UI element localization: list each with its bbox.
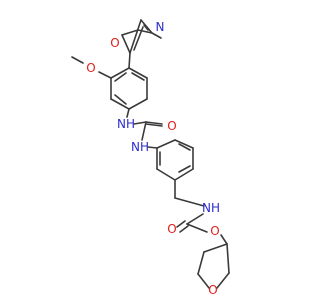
carbamate-ester-oxygen-label: O [210, 224, 219, 238]
bond-line [179, 225, 189, 233]
bond-line [121, 34, 131, 54]
bond-line [156, 168, 176, 181]
bond-line [133, 26, 144, 51]
bond-line [121, 29, 139, 36]
bond-line [140, 19, 153, 34]
atom-label-layer: N O O NH O NH NH O O O [86, 20, 220, 297]
bond-line [197, 251, 205, 275]
bond-line [145, 123, 163, 127]
bond-line [178, 165, 191, 173]
bond-line [98, 71, 112, 79]
bond-line [110, 98, 130, 110]
bond-line [126, 108, 130, 118]
bond-line [203, 243, 228, 253]
thf-ring-oxygen-label: O [208, 283, 217, 297]
bond-line [128, 98, 148, 110]
bond-line [128, 52, 131, 69]
bond-line [110, 67, 130, 79]
oxazole-nitrogen-label: N [156, 20, 165, 34]
bond-line [156, 139, 176, 149]
carbamate-nh-label: NH [202, 201, 220, 215]
bond-line [137, 29, 153, 34]
molecule-canvas: N O O NH O NH NH O O O [71, 19, 230, 297]
carbamate-carbonyl-oxygen-label: O [167, 222, 176, 236]
bond-line [145, 121, 163, 125]
urea-nh-lower-label: NH [131, 140, 149, 154]
bond-line [143, 24, 149, 31]
bond-line [71, 56, 84, 64]
structure-diagram: N O O NH O NH NH O O O [71, 19, 230, 297]
bond-line [174, 197, 205, 207]
bond-line [197, 273, 210, 289]
bond-line [131, 72, 145, 81]
methoxy-oxygen-label: O [86, 61, 95, 75]
bond-line [114, 94, 127, 105]
bond-line [147, 146, 158, 149]
bond-line [151, 32, 162, 39]
urea-nh-upper-label: NH [117, 117, 135, 131]
bond-line [174, 168, 194, 181]
bond-line [174, 139, 194, 149]
bond-line [114, 72, 127, 82]
bond-line [133, 121, 147, 125]
bond-layer [71, 19, 230, 289]
bond-line [176, 220, 186, 228]
bond-line [128, 67, 148, 79]
bond-line [129, 19, 142, 54]
bond-line [226, 243, 230, 274]
bond-line [220, 234, 228, 245]
bond-line [186, 223, 208, 233]
urea-carbonyl-oxygen-label: O [167, 119, 176, 133]
bond-line [216, 272, 230, 289]
oxazole-oxygen-label: O [110, 36, 119, 50]
bond-line [141, 121, 147, 141]
bond-line [178, 143, 191, 151]
bond-line [186, 213, 204, 225]
